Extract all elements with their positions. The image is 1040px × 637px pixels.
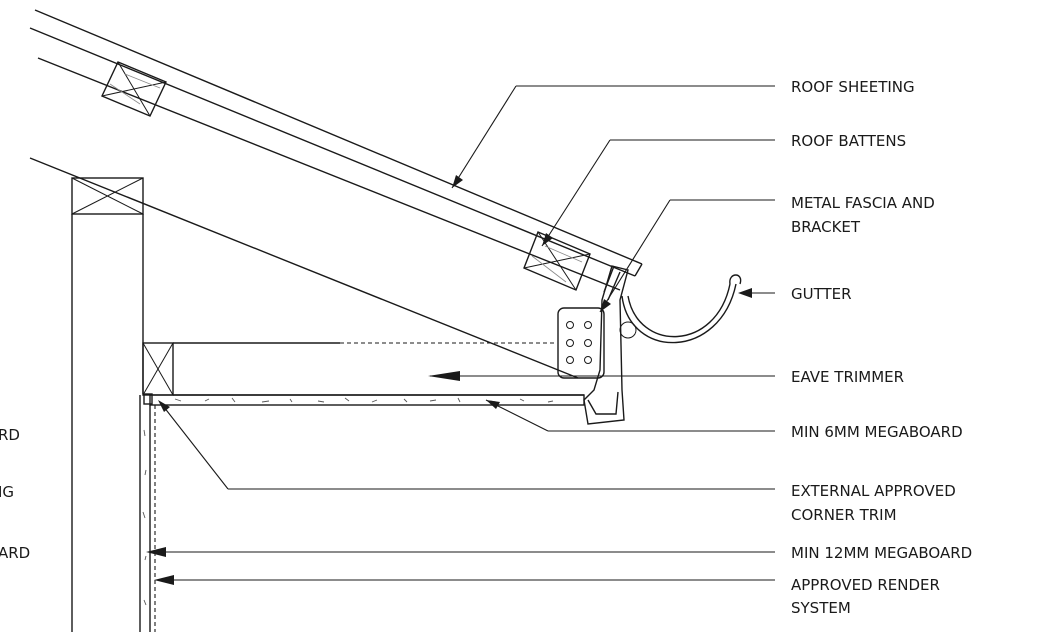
metal-fascia-bracket <box>557 265 629 425</box>
ceiling-joist-line <box>29 157 579 379</box>
label-metal-fascia-line1: METAL FASCIA AND <box>791 194 935 212</box>
cropped-left-label: RD <box>0 426 20 444</box>
cropped-left-label: ARD <box>0 544 30 562</box>
leader-megaboard-6 <box>485 399 775 432</box>
label-render-line2: SYSTEM <box>791 599 851 617</box>
wall-top-plate <box>71 177 144 215</box>
label-megaboard-6: MIN 6MM MEGABOARD <box>791 423 963 441</box>
leader-metal-fascia <box>599 199 775 313</box>
leader-eave-trimmer <box>428 371 775 381</box>
cropped-left-label: IG <box>0 483 14 501</box>
label-roof-battens: ROOF BATTENS <box>791 132 906 150</box>
label-roof-sheeting: ROOF SHEETING <box>791 78 915 96</box>
label-corner-trim-line1: EXTERNAL APPROVED <box>791 482 956 500</box>
roof-batten-lower <box>523 231 591 291</box>
leader-roof-sheeting <box>451 85 775 189</box>
soffit-megaboard <box>149 394 585 406</box>
roof-sheeting <box>29 9 643 277</box>
leader-megaboard-12 <box>146 547 775 557</box>
leader-render-system <box>154 575 775 585</box>
label-megaboard-12: MIN 12MM MEGABOARD <box>791 544 972 562</box>
leader-gutter <box>738 288 775 298</box>
label-gutter: GUTTER <box>791 285 852 303</box>
wall-megaboard-render <box>139 393 156 632</box>
label-eave-trimmer: EAVE TRIMMER <box>791 368 904 386</box>
label-render-line1: APPROVED RENDER <box>791 576 940 594</box>
wall-stud <box>71 214 144 632</box>
eave-trimmer <box>142 342 584 396</box>
leader-roof-battens <box>541 139 775 247</box>
rafter-underside <box>37 57 621 291</box>
label-metal-fascia-line2: BRACKET <box>791 218 861 236</box>
leader-corner-trim <box>158 400 775 490</box>
gutter <box>619 274 742 344</box>
label-corner-trim-line2: CORNER TRIM <box>791 506 897 524</box>
roof-batten-upper <box>101 61 167 117</box>
